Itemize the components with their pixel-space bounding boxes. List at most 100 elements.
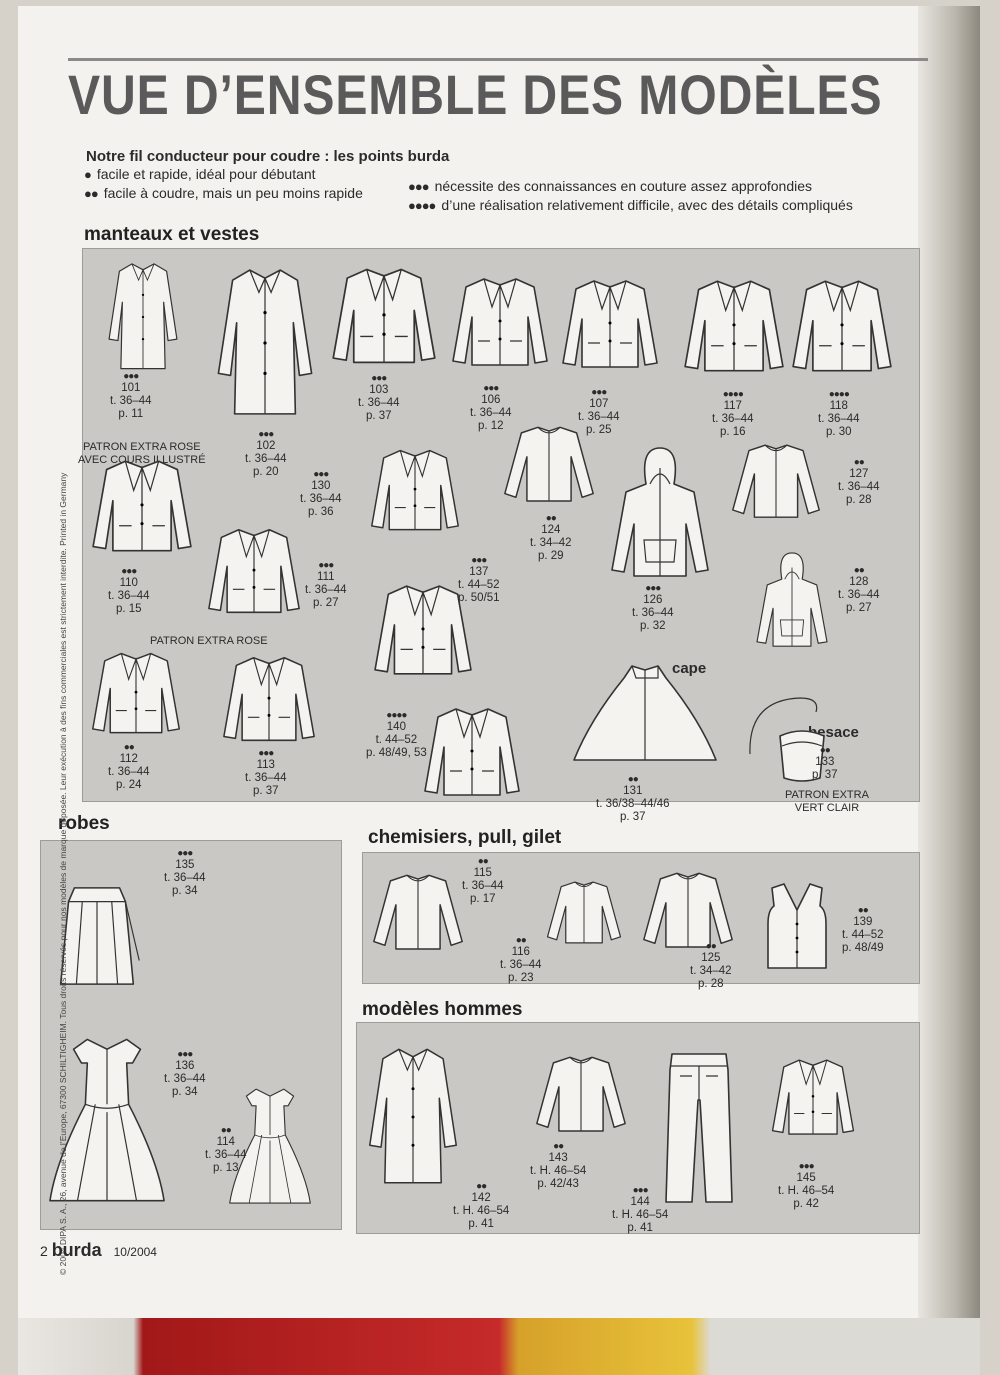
- model-dots: ●●●●: [386, 710, 407, 721]
- model-size: t. 36–44: [164, 872, 206, 884]
- dots-icon: ●●●●: [408, 198, 436, 213]
- garment-illustration: [360, 445, 470, 537]
- model-size: t. 36–44: [838, 589, 880, 601]
- model-page: p. 20: [253, 466, 279, 478]
- model-size: t. 36–44: [712, 413, 754, 425]
- model-num: 112: [119, 753, 138, 765]
- garment-illustration: [220, 1085, 320, 1210]
- garment-illustration: [372, 864, 464, 964]
- garment-illustration: [640, 866, 736, 958]
- model-size: t. 36–44: [818, 413, 860, 425]
- model-page: p. 41: [468, 1218, 494, 1230]
- model-size: t. 36–44: [838, 481, 880, 493]
- model-dots: ●●: [705, 941, 717, 952]
- model-dots: ●●: [220, 1125, 232, 1136]
- model-page: p. 24: [116, 779, 142, 791]
- model-dots: ●●●: [313, 469, 329, 480]
- garment-illustration: [330, 262, 438, 372]
- model-page: p. 42/43: [537, 1178, 579, 1190]
- model-num: 143: [548, 1152, 568, 1164]
- garment-illustration: [366, 1034, 460, 1200]
- section-blouses-title: chemisiers, pull, gilet: [368, 827, 562, 848]
- model-dots: ●●●: [371, 373, 387, 384]
- model-size: t. H. 46–54: [612, 1209, 669, 1221]
- model-size: t. 36–44: [245, 453, 287, 465]
- model-num: 128: [849, 576, 869, 588]
- model-size: t. 44–52: [375, 734, 418, 746]
- model-size: t. 36–44: [470, 407, 512, 419]
- dots-icon: ●: [84, 167, 92, 182]
- model-num: 114: [216, 1136, 235, 1148]
- model-page: p. 28: [698, 978, 724, 990]
- dots-icon: ●●: [84, 186, 99, 201]
- model-num: 106: [481, 394, 501, 406]
- model-dots: ●●●: [177, 1049, 193, 1060]
- difficulty-level-3: ●●●nécessite des connaissances en coutur…: [408, 178, 813, 194]
- model-page: p. 25: [586, 424, 612, 436]
- garment-illustration: [770, 1040, 856, 1156]
- model-dots: ●●: [853, 457, 865, 468]
- model-dots: ●●: [627, 774, 639, 785]
- model-page: p. 11: [118, 408, 144, 420]
- model-num: 116: [511, 946, 530, 958]
- model-size: t. 36–44: [245, 772, 287, 784]
- model-size: t. 36–44: [500, 959, 542, 971]
- model-dots: ●●●: [177, 848, 193, 859]
- difficulty-level-4: ●●●●d’une réalisation relativement diffi…: [408, 197, 853, 213]
- garment-illustration: [422, 702, 522, 804]
- difficulty-heading: Notre fil conducteur pour coudre : les p…: [86, 148, 450, 165]
- model-num: 137: [469, 566, 489, 578]
- garment-illustration: [740, 550, 844, 652]
- model-dots: ●●: [123, 742, 135, 753]
- model-num: 135: [175, 859, 195, 871]
- model-page: p. 32: [640, 620, 666, 632]
- note-pink-pattern: PATRON EXTRA ROSE: [150, 635, 268, 647]
- model-num: 124: [541, 524, 561, 536]
- page-footer: 2 burda 10/2004: [40, 1240, 157, 1261]
- model-num: 115: [473, 867, 492, 879]
- model-dots: ●●●●: [722, 389, 744, 400]
- garment-illustration: [218, 652, 320, 748]
- brand-logo: burda: [51, 1240, 102, 1260]
- issue-date: 10/2004: [113, 1245, 157, 1259]
- garment-illustration: [48, 1032, 166, 1212]
- page-number: 2: [40, 1243, 48, 1259]
- model-num: 118: [829, 400, 848, 412]
- copyright-notice: © 2004 DIPA S. A., 26, avenue de l’Europ…: [58, 472, 68, 1275]
- model-num: 117: [723, 400, 742, 412]
- model-page: p. 37: [812, 769, 838, 781]
- model-dots: ●●: [477, 856, 489, 867]
- model-page: p. 36: [308, 506, 334, 518]
- model-num: 145: [796, 1172, 816, 1184]
- background-strip: [18, 1318, 980, 1375]
- tag-cape: cape: [672, 660, 707, 677]
- garment-illustration: [726, 438, 826, 528]
- garment-illustration: [52, 882, 142, 990]
- model-dots: ●●●: [123, 371, 139, 382]
- model-dots: ●●●: [471, 555, 487, 566]
- model-size: t. 34–42: [530, 537, 572, 549]
- model-page: p. 27: [846, 602, 872, 614]
- model-num: 107: [589, 398, 609, 410]
- garment-illustration: [90, 452, 194, 562]
- model-dots: ●●●: [318, 560, 334, 571]
- page-title: VUE D’ENSEMBLE DES MODÈLES: [68, 63, 883, 126]
- model-size: t. 36–44: [305, 584, 347, 596]
- model-num: 127: [849, 468, 869, 480]
